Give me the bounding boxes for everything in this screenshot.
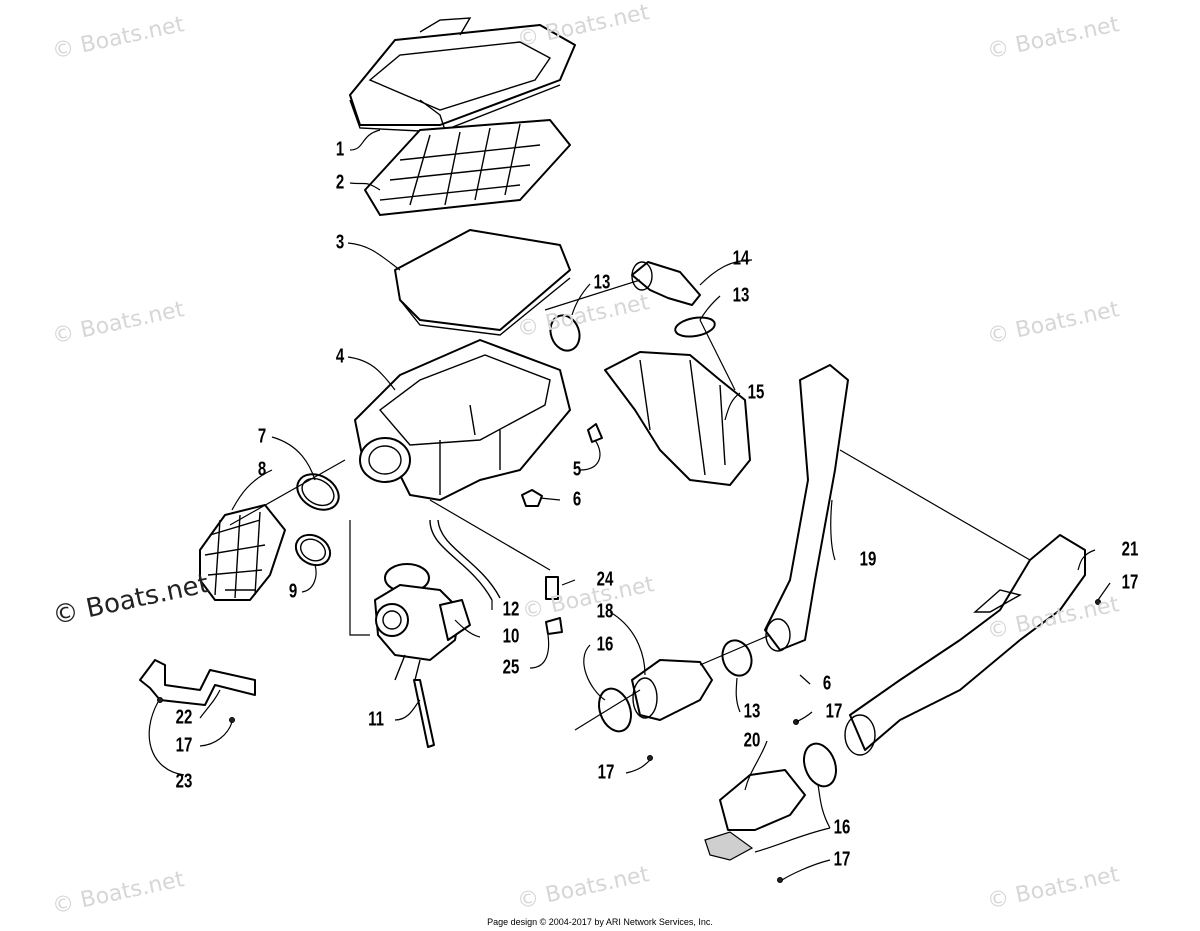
- callout-8[interactable]: 8: [257, 458, 267, 481]
- callout-17-d[interactable]: 17: [833, 848, 851, 871]
- part-16-clamp-a[interactable]: [593, 684, 636, 736]
- part-14-elbow[interactable]: [631, 261, 701, 306]
- part-6-grommet[interactable]: [521, 489, 543, 507]
- callout-6[interactable]: 6: [572, 488, 582, 511]
- part-12-vent-hose[interactable]: [429, 519, 501, 601]
- part-4-airbox-housing[interactable]: [354, 339, 571, 501]
- callout-11[interactable]: 11: [368, 708, 384, 731]
- callout-12[interactable]: 12: [502, 598, 520, 621]
- callout-19[interactable]: 19: [859, 548, 877, 571]
- leader-lines: [148, 129, 1111, 881]
- callout-5[interactable]: 5: [572, 458, 582, 481]
- part-9-clamp[interactable]: [290, 529, 335, 571]
- callout-13-b[interactable]: 13: [732, 284, 750, 307]
- callout-2[interactable]: 2: [335, 171, 345, 194]
- part-5-clip[interactable]: [587, 423, 603, 443]
- callout-18[interactable]: 18: [596, 600, 614, 623]
- part-13-clamp-b[interactable]: [674, 315, 717, 340]
- callout-16-a[interactable]: 16: [596, 633, 614, 656]
- callout-24[interactable]: 24: [596, 568, 614, 591]
- part-23-bracket[interactable]: [139, 659, 256, 706]
- part-19-tube[interactable]: [764, 364, 849, 652]
- part-13-clamp-a[interactable]: [546, 311, 585, 354]
- part-13-clamp-c[interactable]: [718, 636, 757, 679]
- callout-13-a[interactable]: 13: [593, 271, 611, 294]
- part-21-outlet-tube[interactable]: [844, 534, 1086, 756]
- part-20-elbow[interactable]: [704, 769, 806, 861]
- part-24-plug[interactable]: [545, 576, 559, 600]
- part-18-reducer[interactable]: [631, 659, 713, 721]
- part-25-clamp[interactable]: [545, 617, 563, 635]
- callout-3[interactable]: 3: [335, 231, 345, 254]
- callout-23[interactable]: 23: [175, 770, 193, 793]
- part-2-filter-grid[interactable]: [364, 119, 571, 216]
- callout-1[interactable]: 1: [335, 138, 345, 161]
- callout-4[interactable]: 4: [335, 345, 345, 368]
- callout-22[interactable]: 22: [175, 706, 193, 729]
- part-15-duct[interactable]: [604, 351, 751, 486]
- callout-13-c[interactable]: 13: [743, 700, 761, 723]
- callout-17-b[interactable]: 17: [825, 700, 843, 723]
- part-7-clamp[interactable]: [291, 467, 345, 517]
- callout-9[interactable]: 9: [288, 580, 298, 603]
- callout-17-c[interactable]: 17: [597, 761, 615, 784]
- callout-17-e[interactable]: 17: [175, 734, 193, 757]
- callout-6-b[interactable]: 6: [822, 672, 832, 695]
- callout-20[interactable]: 20: [743, 729, 761, 752]
- part-3-filter-element[interactable]: [394, 229, 571, 336]
- part-8-intake-boot[interactable]: [199, 504, 286, 601]
- part-11-drain-hose[interactable]: [413, 679, 435, 748]
- callout-14[interactable]: 14: [732, 247, 750, 270]
- callout-25[interactable]: 25: [502, 656, 520, 679]
- callout-7[interactable]: 7: [257, 425, 267, 448]
- part-1-airbox-cover[interactable]: [349, 17, 576, 133]
- callout-21[interactable]: 21: [1121, 538, 1139, 561]
- callout-16-b[interactable]: 16: [833, 816, 851, 839]
- page-footer: Page design © 2004-2017 by ARI Network S…: [487, 917, 713, 927]
- callout-15[interactable]: 15: [747, 381, 765, 404]
- part-10-carburetor[interactable]: [374, 563, 471, 681]
- callout-17-a[interactable]: 17: [1121, 571, 1139, 594]
- callout-10[interactable]: 10: [502, 625, 520, 648]
- part-16-clamp-b[interactable]: [798, 739, 841, 791]
